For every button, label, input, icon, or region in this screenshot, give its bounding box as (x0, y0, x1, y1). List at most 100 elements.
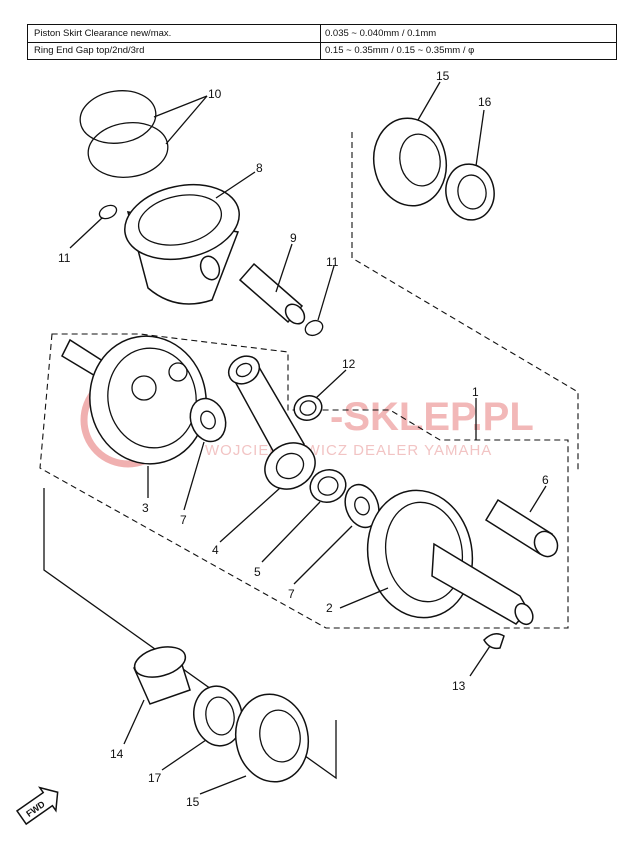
leader-7a (183, 441, 205, 511)
piston (124, 184, 240, 305)
spec-value: 0.15 ~ 0.35mm / 0.15 ~ 0.35mm / φ (320, 42, 615, 59)
big-end-needle-bearing-inner (317, 476, 339, 496)
lower-main-bearing (234, 693, 310, 783)
forward-arrow-shape (15, 786, 59, 826)
leader-lines (69, 81, 547, 795)
lower-bearing-group-boundary (43, 488, 337, 780)
forward-arrow: FWD (15, 786, 59, 826)
callout-17: 17 (148, 771, 162, 785)
lower-main-bearing-inner (259, 709, 301, 763)
left-crank-hole-a (131, 375, 157, 401)
leader-7b (293, 525, 353, 585)
callout-12: 12 (342, 357, 356, 371)
left-crank-hole-b (168, 362, 188, 382)
piston-ring-second (87, 122, 169, 178)
spec-label: Piston Skirt Clearance new/max. (34, 28, 172, 39)
callout-16: 16 (478, 95, 492, 109)
connecting-rod-small-end (227, 355, 261, 385)
thrust-washer-left (189, 397, 227, 443)
leader-2 (339, 587, 389, 609)
woodruff-key (483, 633, 505, 650)
crank-pin-end (533, 530, 559, 558)
leader-15b (199, 775, 247, 795)
leader-11a (69, 217, 103, 249)
piston-pin-end (284, 303, 306, 325)
watermark-subtitle: WOJCIECHOWICZ DEALER YAMAHA (205, 442, 492, 459)
connecting-rod-big-end (264, 442, 316, 490)
spec-value: 0.035 ~ 0.040mm / 0.1mm (320, 25, 615, 42)
upper-main-bearing (372, 117, 448, 207)
leader-14 (123, 699, 145, 745)
callout-15: 15 (436, 69, 450, 83)
left-crank-half (61, 335, 207, 465)
right-crank-half (366, 489, 534, 626)
callout-2: 2 (326, 601, 333, 615)
callout-14: 14 (110, 747, 124, 761)
upper-oil-seal (445, 163, 495, 221)
lower-main-bearing-outer (234, 693, 310, 783)
callout-10: 10 (208, 87, 222, 101)
piston-crown-inner (137, 194, 223, 246)
piston-ring-top (79, 90, 157, 144)
leader-16 (475, 109, 485, 167)
right-crank-web-face (384, 501, 464, 603)
callout-11: 11 (58, 251, 71, 265)
spec-row-ring-end-gap: Ring End Gap top/2nd/3rd 0.15 ~ 0.35mm /… (28, 42, 616, 59)
circlip-left (98, 204, 118, 220)
spec-row-piston-clearance: Piston Skirt Clearance new/max. 0.035 ~ … (28, 25, 616, 43)
leader-10a (153, 95, 208, 118)
leader-4 (219, 487, 281, 543)
callout-15: 15 (186, 795, 200, 809)
callout-7: 7 (180, 513, 187, 527)
left-crank-web-face (107, 347, 197, 449)
leader-12 (315, 369, 347, 399)
connecting-rod-small-end-bore (235, 362, 253, 378)
connecting-rod-big-end-bore (275, 452, 305, 480)
spec-table: Piston Skirt Clearance new/max. 0.035 ~ … (27, 24, 617, 60)
leader-17 (161, 739, 207, 771)
callout-9: 9 (290, 231, 297, 245)
callout-13: 13 (452, 679, 466, 693)
crank-pin (484, 498, 559, 558)
leader-9 (275, 243, 293, 293)
leader-8 (215, 171, 256, 199)
thrust-washer-right (344, 483, 380, 529)
piston-rings (79, 90, 169, 178)
leader-6 (529, 485, 547, 513)
lower-oil-seal-inner (205, 696, 235, 736)
connecting-rod (227, 355, 316, 490)
leader-10b (165, 95, 208, 145)
callout-labels: 10 8 11 9 11 15 16 12 1 3 7 4 5 7 2 6 13… (58, 69, 549, 809)
callout-5: 5 (254, 565, 261, 579)
spec-label: Ring End Gap top/2nd/3rd (34, 45, 145, 56)
crank-assembly-boundary (39, 333, 569, 629)
lower-collar-end (133, 646, 187, 678)
lower-collar (132, 646, 191, 705)
callout-1: 1 (472, 385, 479, 399)
upper-oil-seal-outer (445, 163, 495, 221)
callout-6: 6 (542, 473, 549, 487)
callout-3: 3 (142, 501, 149, 515)
leader-15a (417, 81, 441, 121)
small-end-needle-bearing-inner (299, 400, 317, 416)
callout-4: 4 (212, 543, 219, 557)
thrust-washer-left-hole (200, 410, 216, 430)
lower-oil-seal (193, 685, 243, 747)
upper-oil-seal-inner (457, 174, 487, 210)
small-end-needle-bearing (293, 394, 323, 422)
watermark-title: -SKLEP.PL (330, 395, 534, 439)
circlip-right (304, 319, 324, 337)
callout-7: 7 (288, 587, 295, 601)
piston-pin (238, 262, 306, 325)
big-end-needle-bearing (309, 469, 347, 503)
leader-11b (317, 265, 335, 321)
upper-main-bearing-inner (399, 133, 441, 187)
right-crank-shaft-end (514, 602, 534, 626)
piston-pin-boss (199, 255, 221, 281)
bearing-group-boundary (351, 132, 579, 470)
leader-5 (261, 501, 321, 563)
callout-11: 11 (326, 255, 339, 269)
piston-crown (124, 184, 240, 260)
leader-13 (469, 645, 491, 677)
